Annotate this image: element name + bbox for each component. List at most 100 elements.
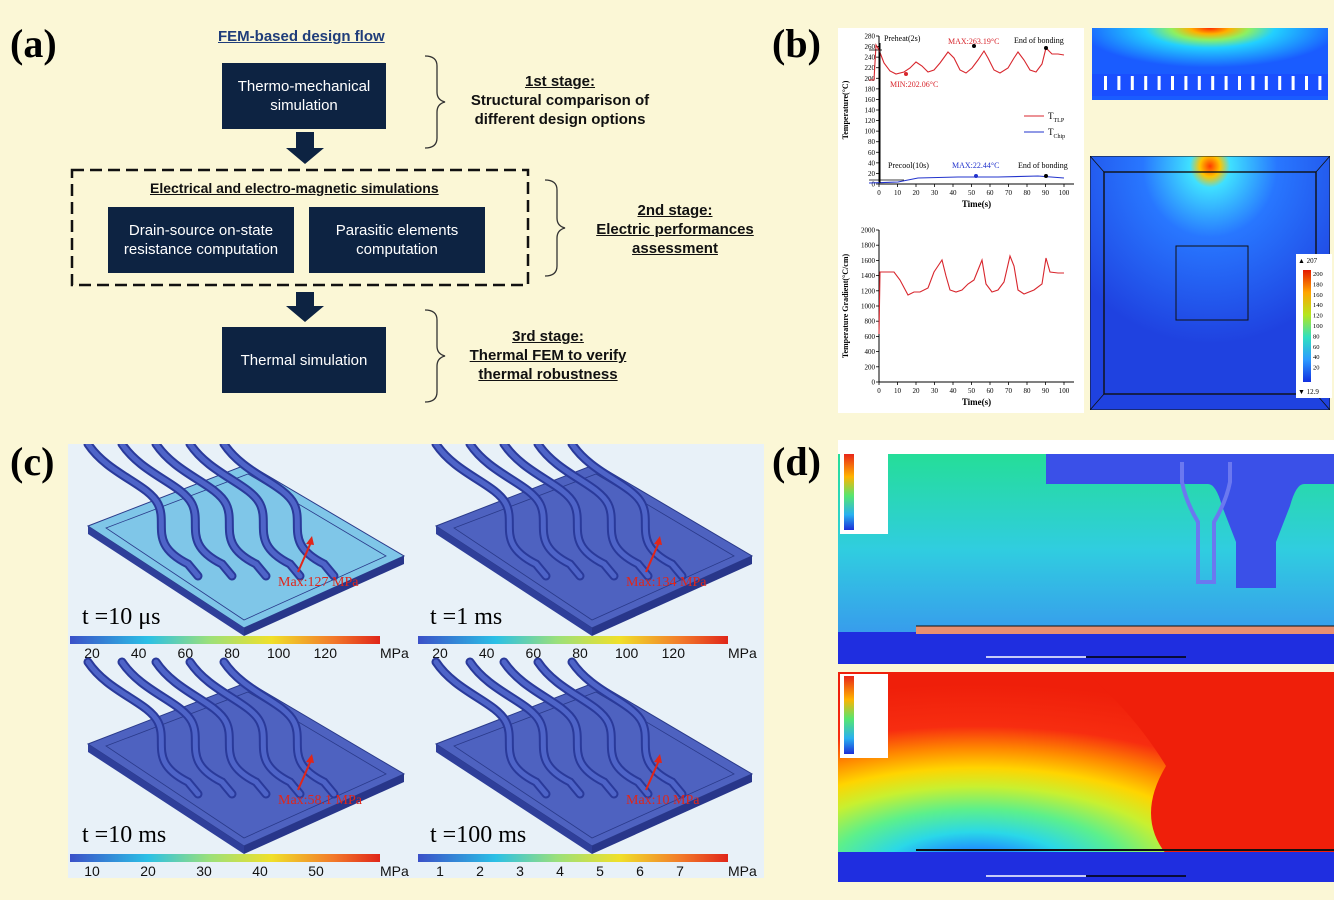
grad-plot-xtick-label: 40 — [950, 387, 958, 395]
bond-wire-highlight — [501, 659, 617, 797]
grad-plot-ytick-label: 1600 — [861, 257, 876, 265]
contour-legend-box — [1296, 254, 1332, 398]
arrow-down-1 — [286, 132, 324, 164]
stage1-line3: different design options — [474, 111, 646, 128]
stress-colorbar-tick: 7 — [676, 863, 684, 878]
square-corner-tr — [1315, 156, 1330, 173]
legend-chip-sub: Chip — [1054, 134, 1066, 140]
brace-stage2 — [544, 179, 566, 277]
stage3-line2: Thermal FEM to verify — [469, 347, 627, 364]
stage3-text: 3rd stage: Thermal FEM to verify thermal… — [468, 327, 628, 384]
grad-plot-ytick-label: 2000 — [861, 227, 876, 235]
grad-plot-xtick-label: 0 — [877, 387, 881, 395]
grad-plot-xtick-label: 30 — [931, 387, 939, 395]
preheat-label: Preheat(2s) — [884, 34, 921, 43]
design-flow-title: FEM-based design flow — [218, 28, 385, 45]
temp-plot-xtick-label: 50 — [968, 189, 976, 197]
stage1-line2: Structural comparison of — [470, 92, 650, 109]
bottom-legend-scale — [844, 676, 854, 754]
fin — [1144, 76, 1148, 90]
box1-line1: Thermo-mechanical — [237, 78, 371, 95]
max-stress-arrowhead — [654, 754, 662, 763]
colorbar-min: ▼ 12.9 — [1298, 388, 1319, 396]
legend-tlp-sub: TLP — [1054, 118, 1065, 124]
fin — [1278, 76, 1282, 90]
fin — [1291, 76, 1295, 90]
stress-colorbar-unit: MPa — [380, 645, 409, 661]
colorbar-gradient — [1303, 270, 1311, 382]
box2-line2: resistance computation — [123, 241, 279, 258]
thermo-mechanical-box: Thermo-mechanical simulation — [222, 63, 386, 129]
fin — [1264, 76, 1268, 90]
square-corner-tl — [1090, 156, 1105, 173]
max-stress-arrow — [297, 539, 313, 573]
stress-colorbar-tick: 60 — [526, 645, 542, 661]
grad-plot-xtick-label: 20 — [913, 387, 921, 395]
temp-plot-ytick-label: 120 — [865, 117, 876, 125]
stress-colorbar-tick: 80 — [572, 645, 588, 661]
max-stress-arrow — [297, 757, 313, 791]
temp-plot-ytick-label: 200 — [865, 75, 876, 83]
fin — [1104, 76, 1107, 90]
stage1-text: 1st stage: Structural comparison of diff… — [455, 72, 665, 129]
panel-a-label: (a) — [10, 21, 57, 66]
colorbar-tick-label: 120 — [1313, 313, 1323, 320]
stage3-title: 3rd stage: — [512, 328, 584, 345]
brace-stage1 — [424, 55, 446, 149]
bottom-field-base — [838, 852, 1334, 882]
max-tlp-label: MAX:263.19°C — [948, 37, 999, 46]
grad-plot-ytick-label: 800 — [865, 318, 876, 326]
precool-label: Precool(10s) — [888, 161, 929, 170]
stress-colorbar-tick: 40 — [479, 645, 495, 661]
temp-plot-xtick-label: 30 — [931, 189, 939, 197]
grad-plot-ytick-label: 200 — [865, 363, 876, 371]
stress-colorbar-tick: 40 — [252, 863, 268, 878]
grad-plot-ytick-label: 400 — [865, 348, 876, 356]
max-stress-label: Max:127 MPa — [278, 575, 359, 590]
max-stress-arrowhead — [306, 536, 314, 545]
stress-colorbar-tick: 100 — [267, 645, 291, 661]
legend-tlp-label: TTLP — [1048, 111, 1065, 124]
stress-colorbar-tick: 20 — [84, 645, 100, 661]
time-label: t =100 ms — [430, 822, 526, 848]
stress-colorbar-tick: 4 — [556, 863, 564, 878]
plate-inner-outline — [105, 473, 387, 621]
bond-wire-highlight — [153, 444, 269, 579]
plate-inner-outline — [453, 473, 735, 621]
stage2-text: 2nd stage: Electric performances assessm… — [580, 201, 770, 258]
grad-plot-ytick-label: 1000 — [861, 303, 876, 311]
stress-colorbar-tick: 2 — [476, 863, 484, 878]
stress-colorbar-unit: MPa — [728, 645, 757, 661]
dashed-group-box — [70, 168, 530, 287]
fin — [1224, 76, 1228, 90]
plate-side-right — [244, 774, 404, 854]
end-bonding-point2 — [1044, 174, 1048, 178]
fin — [1211, 76, 1215, 90]
bond-wire-highlight — [119, 444, 235, 579]
temp-plot-ytick-label: 20 — [868, 170, 876, 178]
colorbar-tick-label: 80 — [1313, 333, 1320, 340]
temp-plot-ytick-label: 80 — [868, 138, 876, 146]
end-bonding-label2: End of bonding — [1018, 161, 1068, 170]
stress-colorbar — [70, 854, 380, 862]
bond-wire-highlight — [433, 659, 549, 797]
bond-wire-highlight — [501, 444, 617, 579]
stress-colorbar — [70, 636, 380, 644]
legend-chip-label: TChip — [1048, 127, 1065, 140]
bond-wire-highlight — [433, 444, 549, 579]
temp-plot-ytick-label: 180 — [865, 85, 876, 93]
temp-plot-xtick-label: 70 — [1005, 189, 1013, 197]
max-tlp-point — [972, 44, 976, 48]
plate-side-right — [244, 556, 404, 636]
max-chip-label: MAX:22.44°C — [952, 161, 999, 170]
colorbar-tick-label: 200 — [1313, 271, 1323, 278]
box3-line1: Parasitic elements — [335, 222, 459, 239]
square-bg — [1090, 156, 1330, 410]
stress-colorbar-tick: 20 — [432, 645, 448, 661]
stress-colorbar-tick: 120 — [314, 645, 338, 661]
bond-wire-highlight — [467, 659, 583, 797]
